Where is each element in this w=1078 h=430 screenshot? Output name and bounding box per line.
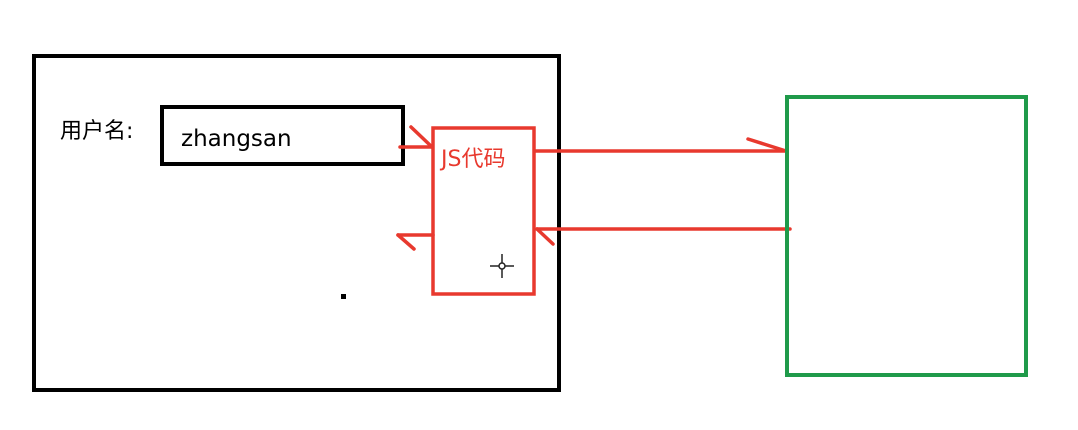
input-to-js-arrow xyxy=(398,125,434,149)
server-box xyxy=(785,95,1028,377)
username-input-value: zhangsan xyxy=(181,126,292,152)
js-to-page-arrow xyxy=(396,233,435,251)
js-code-label: JS代码 xyxy=(439,147,505,172)
js-code-box xyxy=(431,126,536,296)
server-to-js-arrow xyxy=(535,227,792,246)
crosshair-cursor-icon xyxy=(490,254,514,278)
stray-dot xyxy=(341,294,346,299)
js-to-server-arrow xyxy=(533,137,788,153)
username-input[interactable] xyxy=(160,105,405,166)
username-label: 用户名: xyxy=(60,119,133,144)
browser-page-box xyxy=(32,54,561,392)
